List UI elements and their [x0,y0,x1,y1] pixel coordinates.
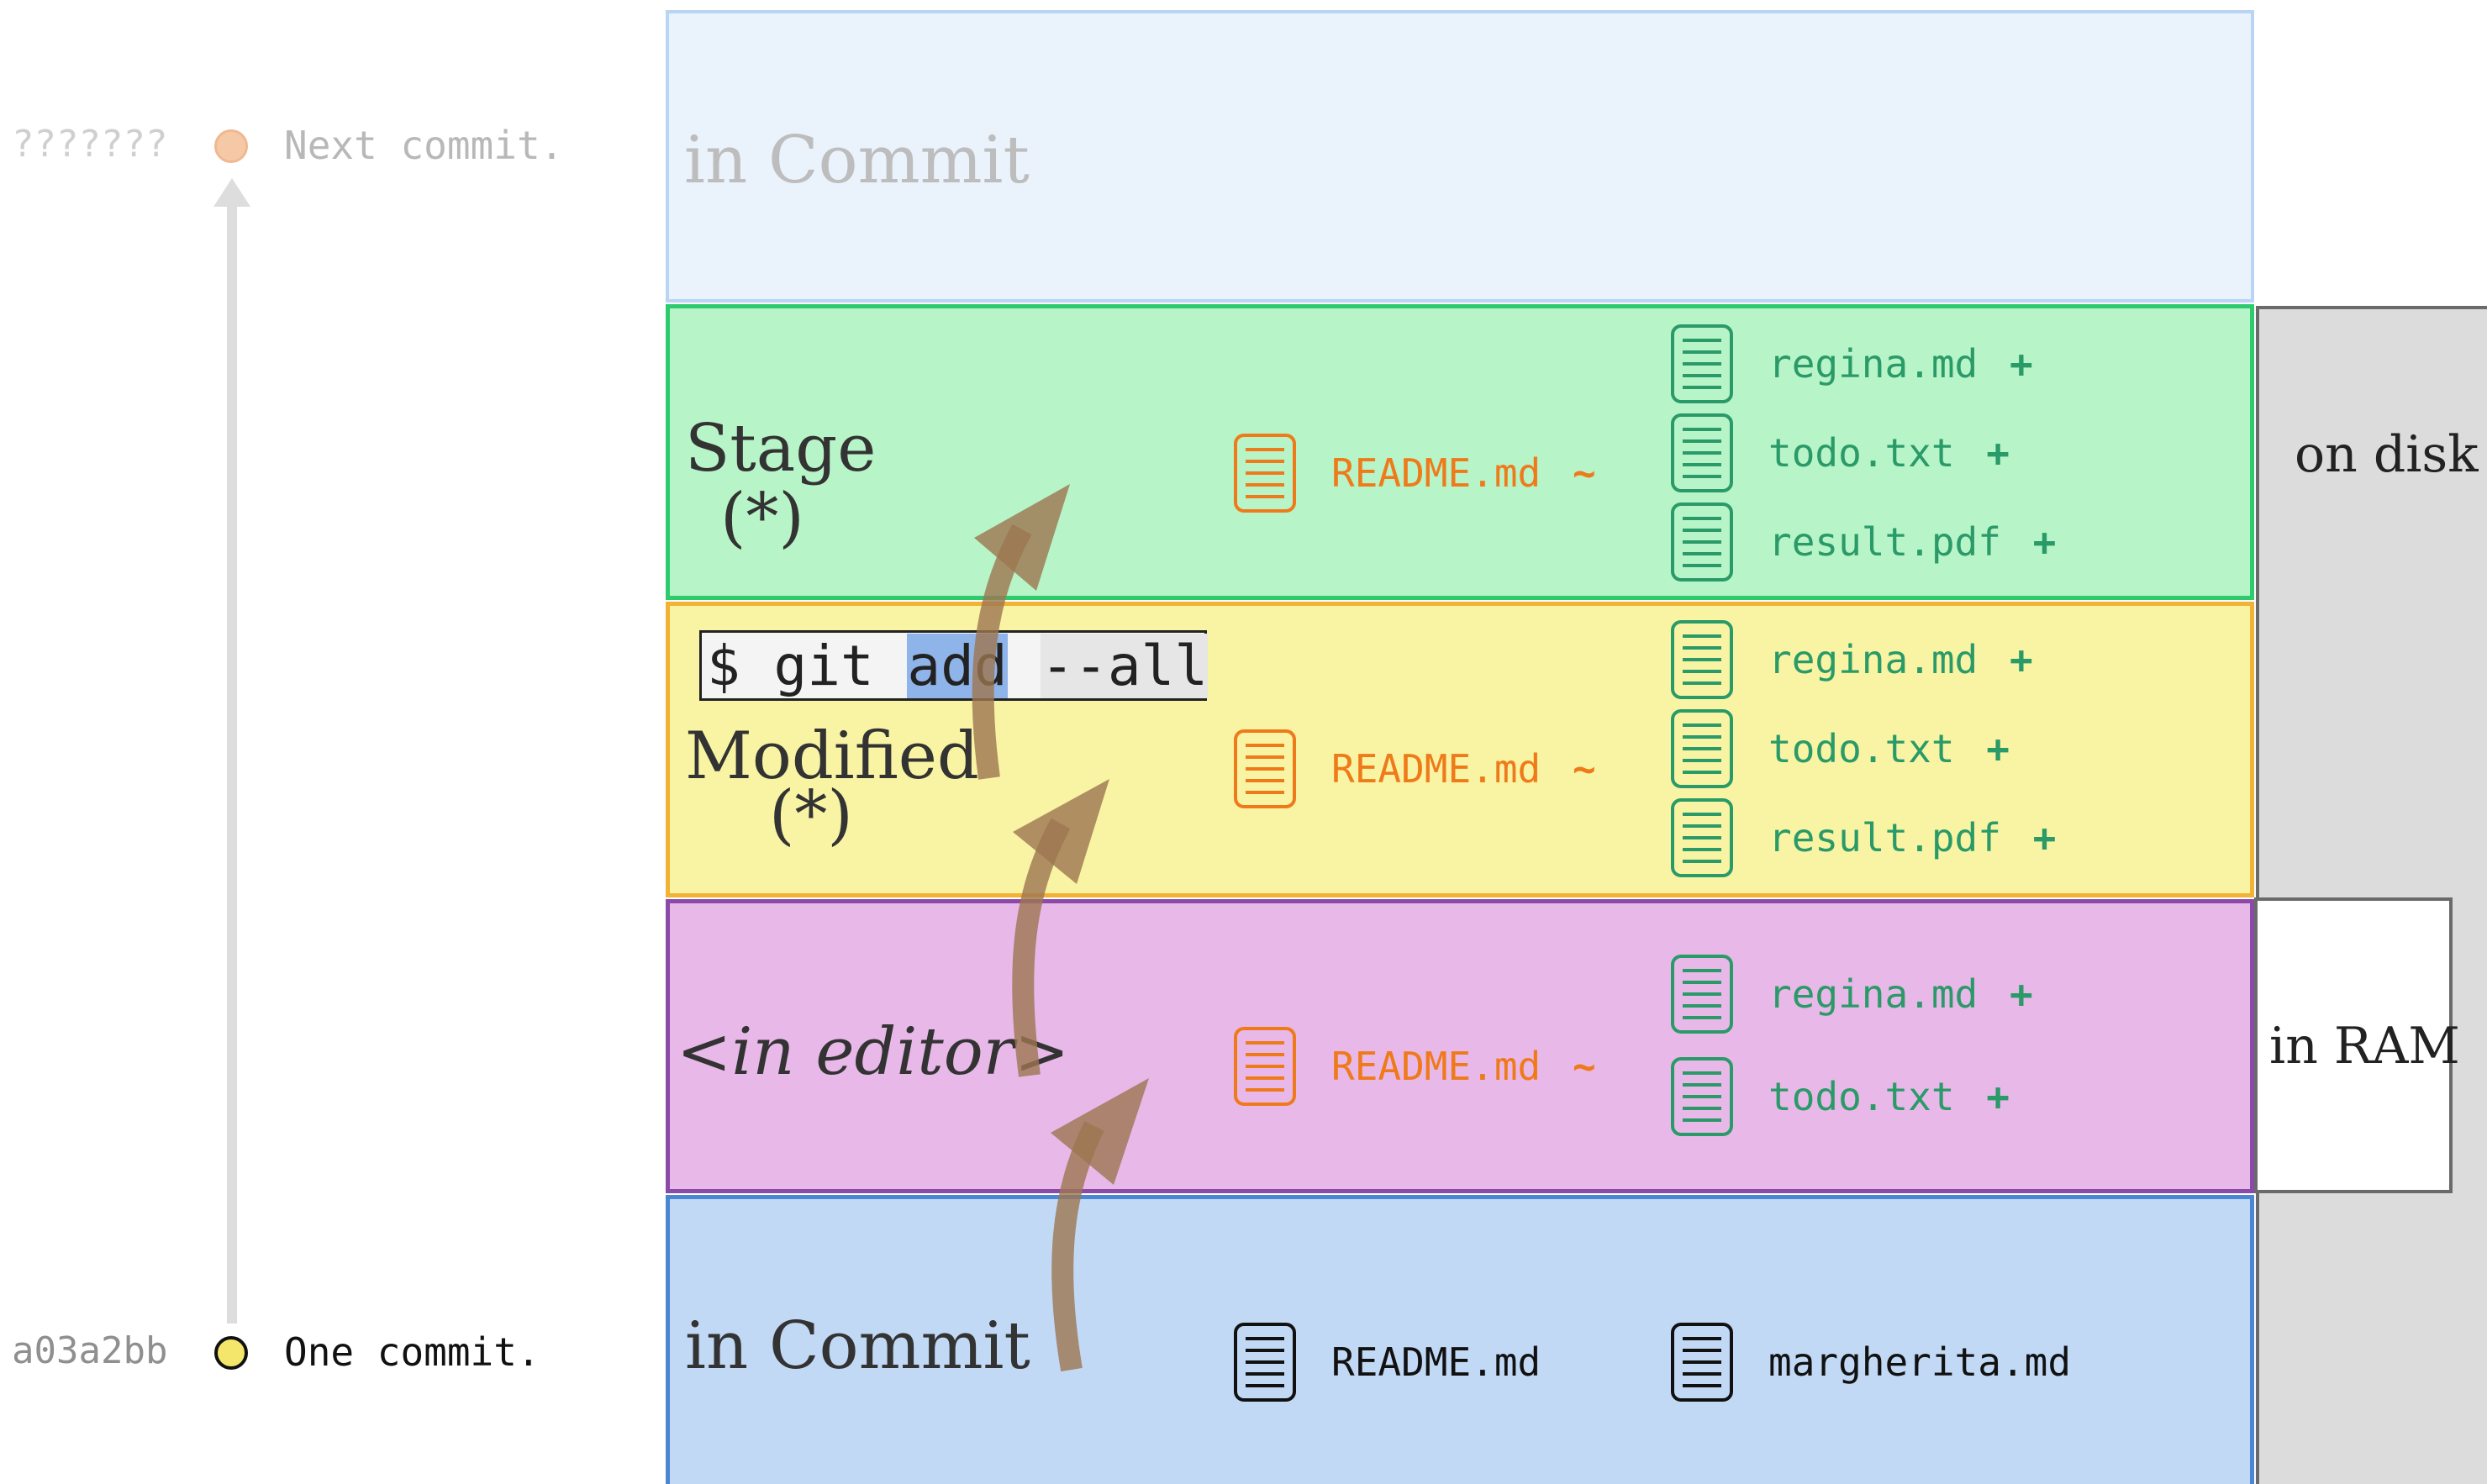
next-commit-dot [214,129,248,163]
document-icon [1671,503,1733,581]
stage-result-file: result.pdf + [1671,503,2056,581]
modified-readme-file: README.md ~ [1234,729,1596,808]
editor-band: <in editor> [666,899,2254,1193]
on-disk-label: on disk [2295,425,2479,484]
document-icon [1671,798,1733,877]
document-icon [1671,1323,1733,1402]
in-ram-label: in RAM [2269,1017,2460,1076]
editor-title: <in editor> [677,1014,1070,1090]
timeline-arrowhead [213,178,250,207]
stage-readme-file: README.md ~ [1234,434,1596,513]
document-icon [1671,413,1733,492]
file-name: todo.txt + [1768,430,2010,476]
current-commit-message: One commit. [284,1329,540,1375]
editor-regina-file: regina.md + [1671,955,2033,1034]
arrowhead-icon [974,484,1070,591]
modified-result-file: result.pdf + [1671,798,2056,877]
file-name: result.pdf + [1768,519,2057,565]
stage-band: Stage (*) [666,304,2254,600]
modified-regina-file: regina.md + [1671,620,2033,699]
command-flag: --all [1041,633,1209,698]
modified-subtitle: (*) [769,777,853,853]
stage-title: Stage [685,411,877,487]
arrowhead-icon [1013,779,1109,884]
stage-regina-file: regina.md + [1671,324,2033,403]
stage-subtitle: (*) [720,480,804,555]
file-name: result.pdf + [1768,815,2057,860]
file-name: margherita.md [1768,1339,2072,1385]
file-name: README.md ~ [1331,450,1596,496]
document-icon [1671,324,1733,403]
document-icon [1671,709,1733,788]
history-timeline [227,193,237,1323]
editor-todo-file: todo.txt + [1671,1057,2010,1136]
file-name: regina.md + [1768,971,2033,1017]
file-name: README.md ~ [1331,746,1596,792]
document-icon [1234,729,1296,808]
command-prompt: $ git [707,633,908,698]
document-icon [1671,955,1733,1034]
editor-readme-file: README.md ~ [1234,1027,1596,1106]
file-name: regina.md + [1768,637,2033,682]
document-icon [1671,1057,1733,1136]
commit-title: in Commit [685,1308,1030,1384]
commit-readme-file: README.md [1234,1323,1541,1402]
ram-panel [2254,897,2453,1193]
file-name: todo.txt + [1768,726,2010,771]
stage-todo-file: todo.txt + [1671,413,2010,492]
future-commit-band: in Commit [666,10,2254,303]
file-name: todo.txt + [1768,1074,2010,1119]
commit-band: in Commit [666,1195,2254,1484]
commit-margherita-file: margherita.md [1671,1323,2071,1402]
modified-todo-file: todo.txt + [1671,709,2010,788]
file-name: README.md [1331,1339,1541,1385]
next-commit-message: Next commit. [284,123,564,168]
document-icon [1234,434,1296,513]
current-commit-hash: a03a2bb [12,1329,168,1372]
future-commit-title: in Commit [684,123,1030,198]
modified-title: Modified [685,718,979,794]
document-icon [1234,1323,1296,1402]
file-name: regina.md + [1768,341,2033,387]
current-commit-dot [214,1336,248,1370]
next-commit-hash: ??????? [12,123,168,166]
document-icon [1671,620,1733,699]
document-icon [1234,1027,1296,1106]
file-name: README.md ~ [1331,1044,1596,1089]
disk-panel [2256,306,2487,1484]
arrowhead-icon [1051,1078,1149,1185]
